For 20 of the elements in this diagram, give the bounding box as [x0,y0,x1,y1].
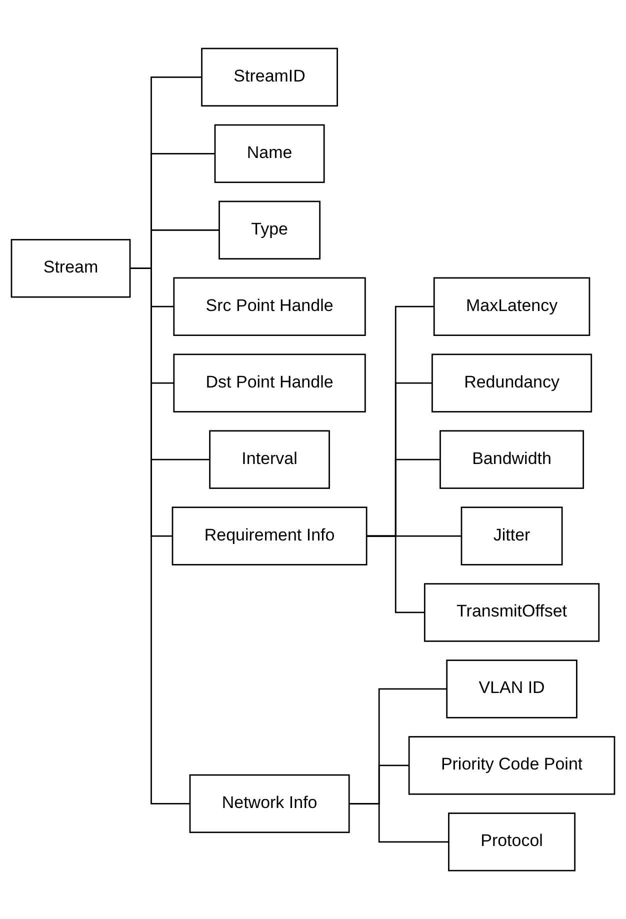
node-box: Dst Point Handle [173,354,366,412]
node-box: Name [214,124,325,183]
node-box: MaxLatency [433,277,590,336]
node-box: Protocol [448,812,576,872]
node-box: Redundancy [432,354,592,412]
node-box: Bandwidth [440,430,584,489]
node-box: Network Info [189,774,350,833]
node-box: Src Point Handle [173,277,366,336]
node-box: StreamID [201,48,338,106]
node-box: Jitter [460,506,563,566]
node-box: Requirement Info [172,506,368,566]
node-box: Stream [10,238,131,298]
node-box: Type [218,200,321,260]
connector [130,268,190,804]
node-box: Priority Code Point [408,736,616,795]
connector [366,535,425,614]
connector [349,802,449,843]
node-box: Interval [209,430,330,489]
node-box: VLAN ID [446,660,578,718]
node-box: TransmitOffset [424,583,600,642]
